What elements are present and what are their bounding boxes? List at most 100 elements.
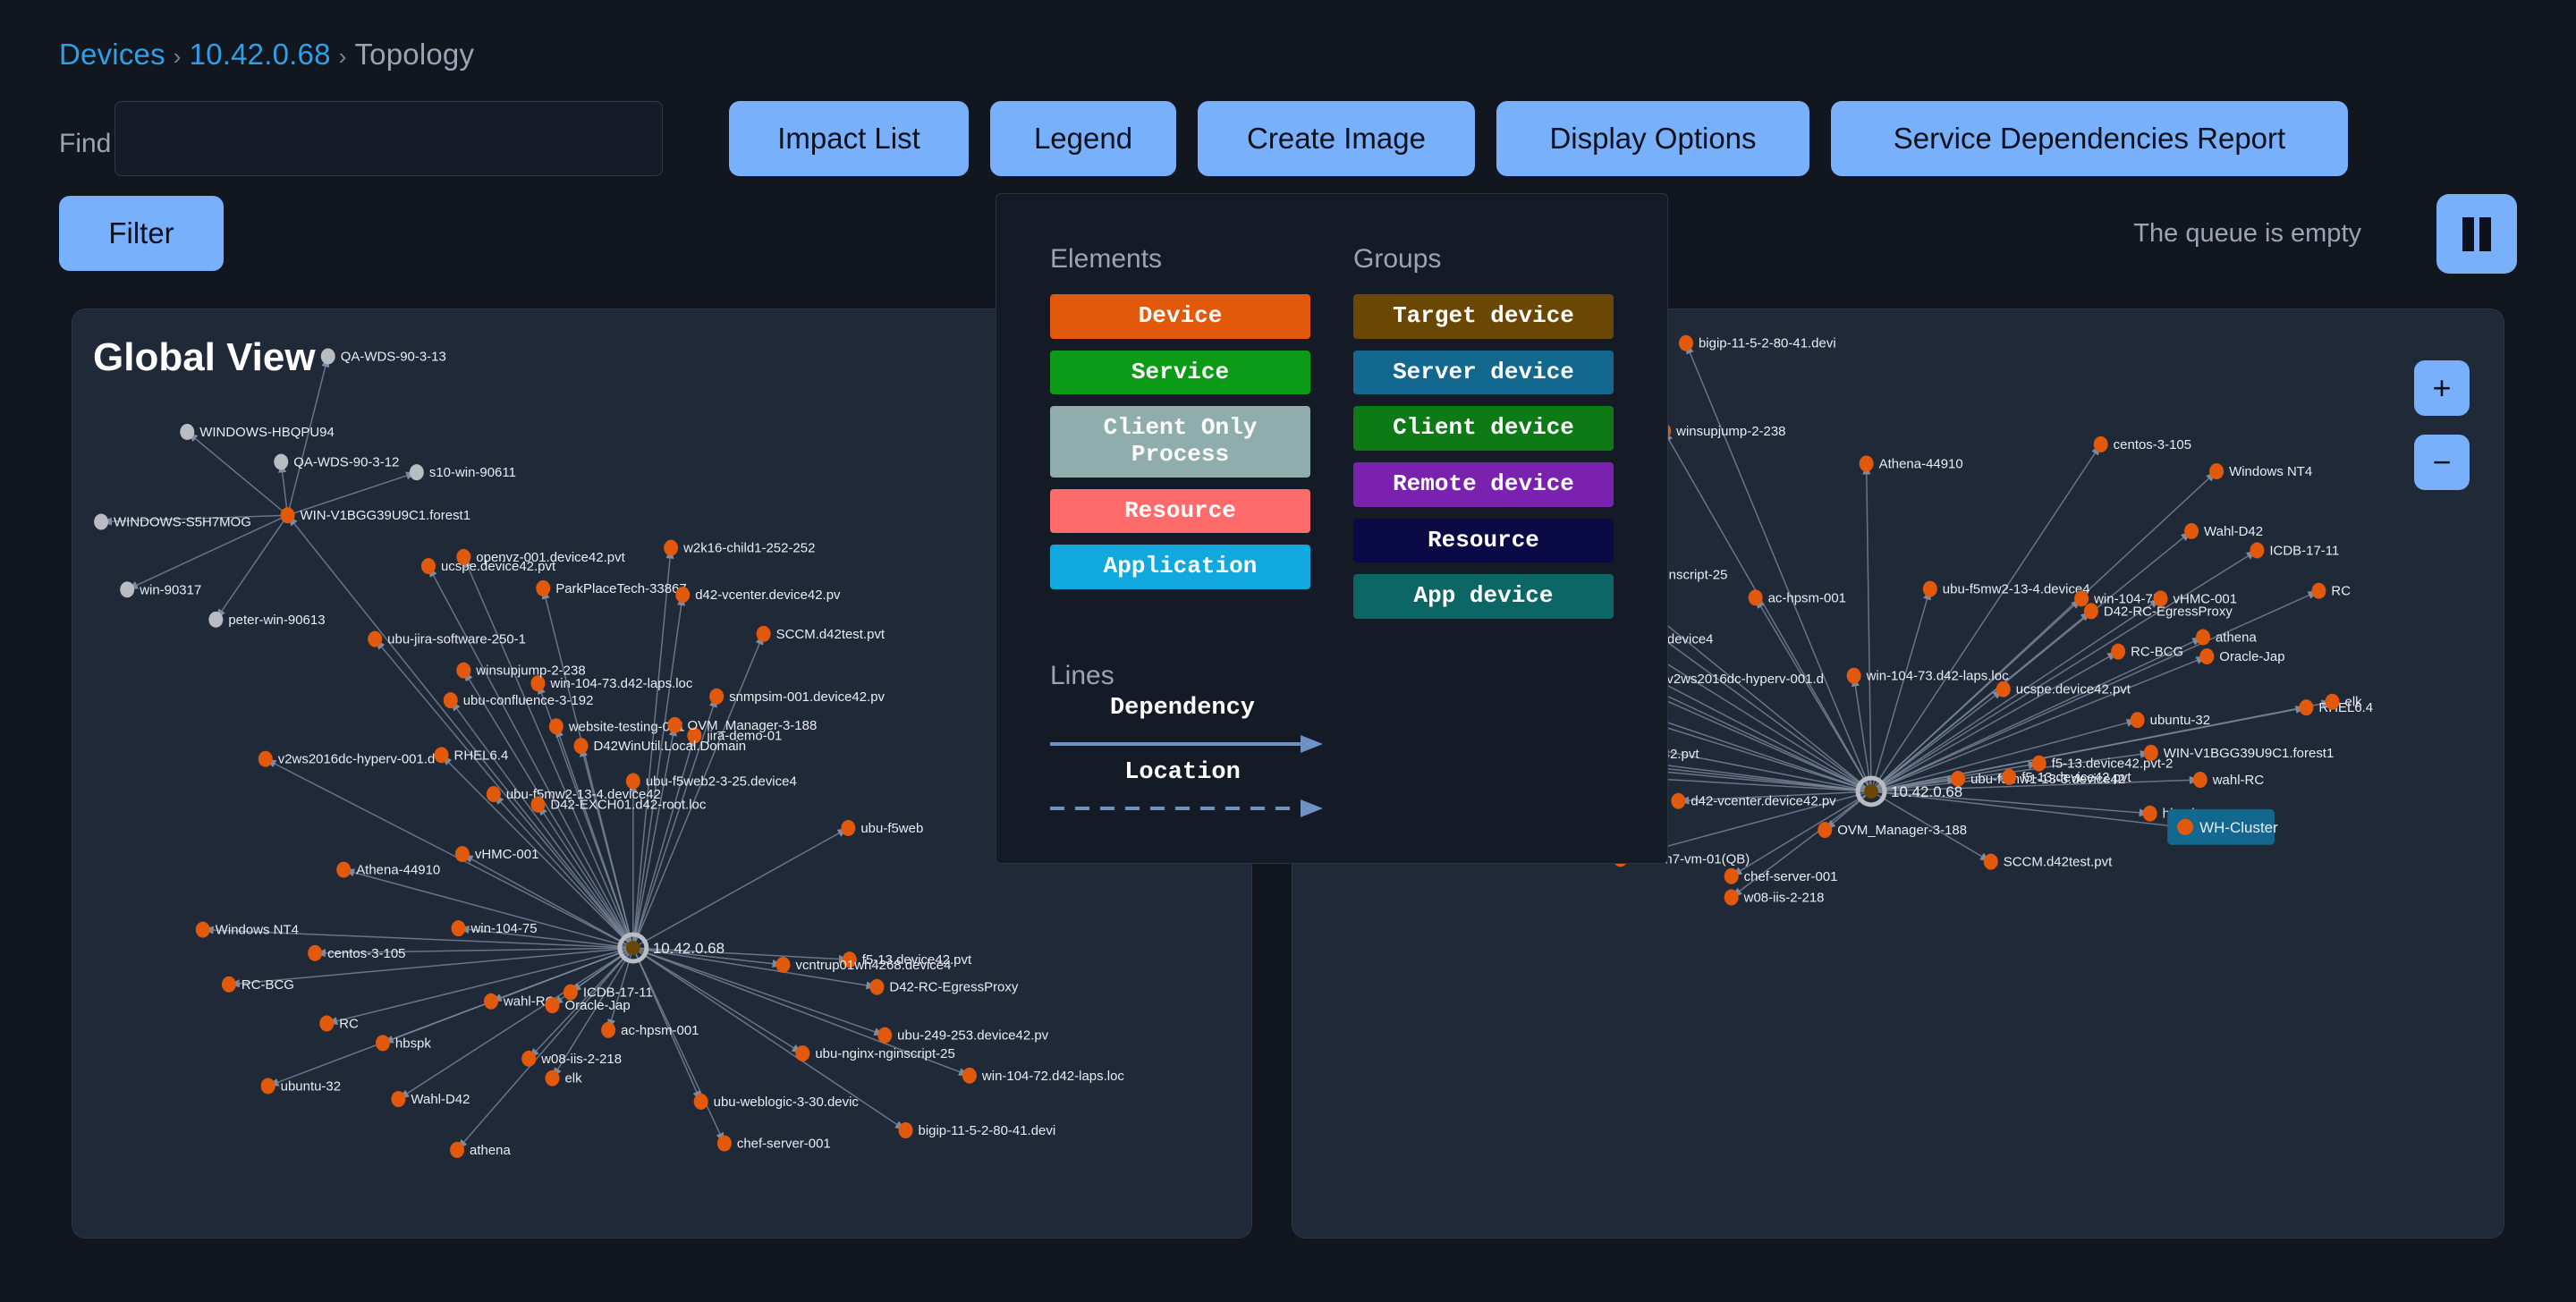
graph-node[interactable]: ubuntu-32 [2130,712,2210,728]
graph-node[interactable]: win-104-75 [2074,590,2160,606]
graph-node[interactable]: w08-iis-2-218 [1724,889,1825,906]
graph-node[interactable]: openvz-001.device42.pvt [456,548,626,565]
legend-elements-chip[interactable]: Service [1050,350,1310,395]
graph-node[interactable]: ubu-weblogic-3-30.devic [693,1093,860,1110]
graph-node[interactable]: ubu-f5web [841,819,923,836]
graph-node[interactable]: D42-EXCH01.d42-root.loc [530,796,707,813]
breadcrumb-device-ip[interactable]: 10.42.0.68 [189,38,331,71]
service-dependencies-report-button[interactable]: Service Dependencies Report [1831,101,2348,176]
graph-node[interactable]: ac-hpsm-001 [1748,589,1846,605]
graph-node[interactable]: Oracle-Jap [545,997,631,1013]
create-image-button[interactable]: Create Image [1198,101,1475,176]
graph-node[interactable]: f5-13.device42.pvt [842,951,972,968]
legend-groups-chip[interactable]: Resource [1353,518,1614,563]
graph-node[interactable]: wahl-RC [2192,772,2265,788]
graph-node[interactable]: 10.42.0.68 [1855,775,1962,807]
graph-node[interactable]: chef-server-001 [716,1135,831,1152]
graph-node[interactable]: ubu-confluence-3-192 [443,692,594,708]
graph-node[interactable]: f5-13.device42.pvt [2002,768,2131,785]
graph-node[interactable]: ubu-jira-software-250-1 [368,630,526,647]
graph-node[interactable]: win-90317 [120,581,201,597]
graph-node[interactable]: RC [319,1015,359,1032]
graph-node[interactable]: athena [450,1141,511,1158]
graph-node[interactable]: QA-WDS-90-3-13 [320,348,446,364]
graph-node[interactable]: win-104-75 [451,920,538,936]
global-view-graph-canvas[interactable]: WINDOWS-HBQPU94 QA-WDS-90-3-13QA-WDS-90-3… [72,309,1251,1238]
graph-node[interactable]: WH-Cluster [2167,808,2278,845]
graph-node[interactable]: vHMC-001 [2153,590,2238,606]
legend-elements-chip[interactable]: Resource [1050,488,1310,534]
graph-node[interactable]: ICDB-17-11 [563,984,653,1001]
graph-node[interactable]: 10.42.0.68 [617,932,724,964]
legend-button[interactable]: Legend [990,101,1176,176]
graph-node[interactable]: D42-RC-EgressProxy [2083,603,2233,619]
breadcrumb-devices[interactable]: Devices [59,38,165,71]
graph-node[interactable]: WIN-V1BGG39U9C1.forest1 [2143,744,2334,761]
graph-node[interactable]: centos-3-105 [308,944,406,961]
graph-node[interactable]: SCCM.d42test.pvt [756,625,886,642]
graph-node[interactable]: ubuntu-32 [260,1078,341,1095]
legend-elements-chip[interactable]: Client Only Process [1050,406,1310,478]
graph-node[interactable]: ICDB-17-11 [2250,542,2339,558]
graph-node[interactable]: QA-WDS-90-3-12 [274,453,399,470]
impact-list-button[interactable]: Impact List [729,101,969,176]
graph-node[interactable]: Athena-44910 [336,861,440,878]
graph-node[interactable]: snmpsim-001.device42.pv [709,688,886,705]
graph-node[interactable]: centos-3-105 [2093,435,2191,452]
filter-button[interactable]: Filter [59,196,224,271]
legend-groups-chip[interactable]: App device [1353,574,1614,619]
graph-node[interactable]: v2ws2016dc-hyperv-001.d [258,750,436,767]
display-options-button[interactable]: Display Options [1496,101,1809,176]
graph-node[interactable]: w2k16-child1-252-252 [664,539,815,556]
graph-node[interactable]: bigip-11-5-2-80-41.devi [1679,334,1836,351]
graph-node[interactable]: WINDOWS-HBQPU94 [180,423,335,440]
pause-queue-button[interactable] [2436,194,2517,274]
graph-node[interactable]: f5-13.device42.pvt-2 [2031,755,2174,772]
graph-node[interactable]: RC-BCG [2111,643,2183,660]
graph-node[interactable]: hbspk [375,1035,431,1051]
graph-node[interactable]: elk [2325,693,2363,710]
legend-elements-chip[interactable]: Application [1050,545,1310,589]
zoom-in-button[interactable]: + [2414,360,2470,416]
graph-node[interactable]: Windows NT4 [195,921,299,938]
graph-node[interactable]: ucspe.device42.pvt [420,558,556,574]
graph-node[interactable]: chef-server-001 [1724,867,1838,884]
graph-node[interactable]: ubu-249-253.device42.pv [877,1027,1049,1044]
graph-node[interactable]: Wahl-D42 [2184,522,2263,539]
graph-node[interactable]: v2ws2016dc-hyperv-001.d [1647,670,1824,687]
graph-node[interactable]: Athena-44910 [1859,455,1963,471]
graph-node[interactable]: ParkPlaceTech-33867 [536,579,687,596]
legend-groups-chip[interactable]: Client device [1353,406,1614,451]
graph-node[interactable]: D42WinUtil.Local.Domain [573,738,747,754]
graph-node[interactable]: win-104-73.d42-laps.loc [530,675,693,691]
graph-node[interactable]: Oracle-Jap [2199,648,2285,664]
graph-node[interactable]: OVM_Manager-3-188 [667,716,818,733]
graph-node[interactable]: RHEL6.4 [434,747,509,763]
graph-node[interactable]: ubu-nginx-nginscript-25 [795,1045,955,1061]
legend-groups-chip[interactable]: Target device [1353,294,1614,339]
graph-node[interactable]: vHMC-001 [454,846,539,862]
graph-node[interactable]: ubu-f5web2-3-25.device4 [625,773,797,790]
graph-node[interactable]: ubu-f5mw2-13-4.device42 [486,786,661,802]
graph-node[interactable]: jira-demo-01 [687,727,782,744]
graph-node[interactable]: winsupjump-2-238 [456,662,586,679]
legend-groups-chip[interactable]: Remote device [1353,461,1614,507]
graph-node[interactable]: win-104-72.d42-laps.loc [962,1067,1124,1084]
graph-node[interactable]: ucspe.device42.pvt [1996,681,2131,698]
graph-node[interactable]: WIN-V1BGG39U9C1.forest1 [280,507,471,523]
graph-node[interactable]: s10-win-90611 [409,464,516,480]
graph-node[interactable]: win-104-73.d42-laps.loc [1846,667,2009,684]
graph-node[interactable]: OVM_Manager-3-188 [1818,822,1967,838]
graph-node[interactable]: w08-iis-2-218 [521,1050,622,1067]
graph-node[interactable]: Windows NT4 [2209,463,2312,479]
graph-node[interactable]: website-testing-001 [548,718,685,734]
graph-node[interactable]: vcntrup01wh4268.device4 [775,956,952,973]
graph-node[interactable]: athena [2196,629,2257,646]
find-input[interactable] [114,101,663,176]
zoom-out-button[interactable]: − [2414,435,2470,490]
graph-node[interactable]: RC-BCG [221,976,294,993]
graph-node[interactable]: d42-vcenter.device42.pv [1671,792,1836,809]
graph-node[interactable]: Wahl-D42 [391,1091,470,1107]
graph-node[interactable]: WINDOWS-S5H7MOG [94,513,251,530]
graph-node[interactable]: D42-RC-EgressProxy [869,978,1019,995]
